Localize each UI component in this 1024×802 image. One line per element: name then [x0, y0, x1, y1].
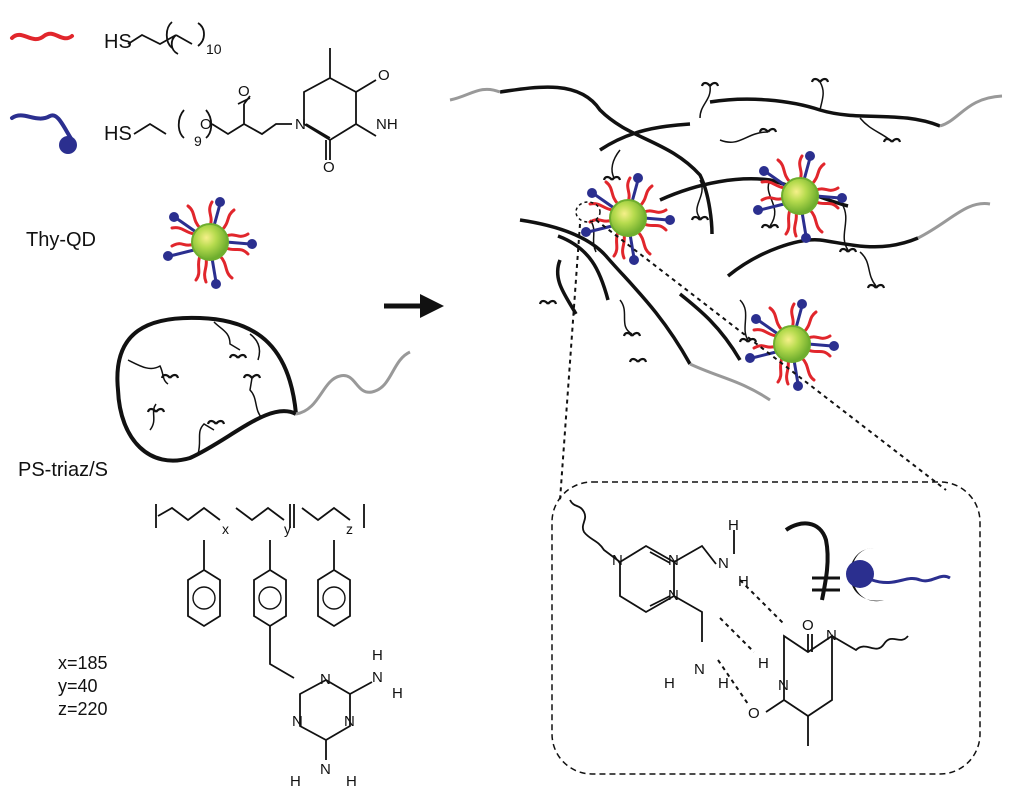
thymine-linker-structure [133, 95, 292, 139]
composition-x: x=185 [58, 653, 108, 673]
subscript-z: z [346, 521, 353, 537]
thymine-oxo-bottom-label: O [323, 159, 335, 176]
thymine-head-inset-icon [846, 560, 874, 588]
inset-thymine-n1: N [778, 677, 789, 694]
thymine-oxo-top-label: O [378, 67, 390, 84]
alkane-repeat-subscript: 10 [206, 41, 222, 57]
inset-amine-top-h2: H [738, 573, 749, 590]
thymine-head-icon [59, 136, 77, 154]
thymine-repeat-subscript: 9 [194, 133, 202, 149]
alkyl-chain-structure [127, 22, 205, 55]
subscript-y: y [284, 521, 291, 537]
inset-triazine-ring [619, 544, 675, 614]
thymine-nh-label: NH [376, 116, 398, 133]
pendant-ring-n1: N [320, 671, 331, 688]
inset-amine-bottom-h1: H [664, 675, 675, 692]
inset-amine-top-h1: H [728, 517, 739, 534]
pendant-ring-n2: N [292, 713, 303, 730]
zoom-region-marker [575, 201, 601, 223]
pendant-amine-bottom-h2: H [346, 773, 357, 790]
thymine-ring [303, 48, 377, 160]
inset-amine-top-n: N [718, 555, 729, 572]
pendant-amine-top-h2: H [392, 685, 403, 702]
polymer-repeat-structure [155, 504, 365, 528]
inset-amine-bottom-h2: H [718, 675, 729, 692]
inset-thymine-oxo-top: O [802, 617, 814, 634]
alkyl-chain-icon [10, 31, 74, 42]
inset-thymine-oxo-bottom: O [748, 705, 760, 722]
composition-y: y=40 [58, 676, 98, 696]
network-sidechains [589, 81, 891, 341]
polymer-loop-backbone [115, 315, 298, 463]
pendant-ring-n3: N [344, 713, 355, 730]
thymine-chain-icon [10, 113, 74, 142]
phenyl-ring-x [187, 540, 221, 628]
ps-triaz-label: PS-triaz/S [18, 459, 109, 481]
carbonyl-oxygen-label: O [238, 83, 250, 100]
phenyl-ring-z [317, 540, 351, 628]
pendant-amine-top-h1: H [372, 647, 383, 664]
network-backbones [499, 85, 941, 365]
triazine-pendant-ring [299, 678, 373, 760]
thy-qd-label: Thy-QD [26, 229, 96, 251]
thy-qd-icon [161, 195, 259, 291]
hydrogen-bond-inset [551, 481, 981, 775]
inset-triazine-n3: N [668, 587, 679, 604]
subscript-x: x [222, 521, 229, 537]
triazine-receptor-icon [784, 521, 830, 601]
inset-thymine-n2: N [826, 627, 837, 644]
alkane-hs-label: HS [104, 31, 132, 53]
thymine-hs-label: HS [104, 123, 132, 145]
inset-thymine-h: H [758, 655, 769, 672]
pendant-amine-top-n: N [372, 669, 383, 686]
network-tails [449, 87, 1003, 402]
inset-amine-bottom-n: N [694, 661, 705, 678]
polymer-loop-sidechains [127, 321, 263, 455]
thymine-n-label: N [295, 116, 306, 133]
composition-z: z=220 [58, 699, 108, 719]
inset-triazine-n2: N [612, 552, 623, 569]
network-qd-2 [751, 149, 849, 245]
pendant-amine-bottom-h1: H [290, 773, 301, 790]
inset-triazine-n1: N [668, 552, 679, 569]
polymer-loop-tail [295, 350, 411, 416]
ester-oxygen-label: O [200, 116, 212, 133]
network-qd-3 [743, 297, 841, 393]
composition-values: x=185 y=40 z=220 [58, 654, 108, 723]
phenyl-ring-y [253, 540, 295, 679]
pendant-amine-bottom-n: N [320, 761, 331, 778]
